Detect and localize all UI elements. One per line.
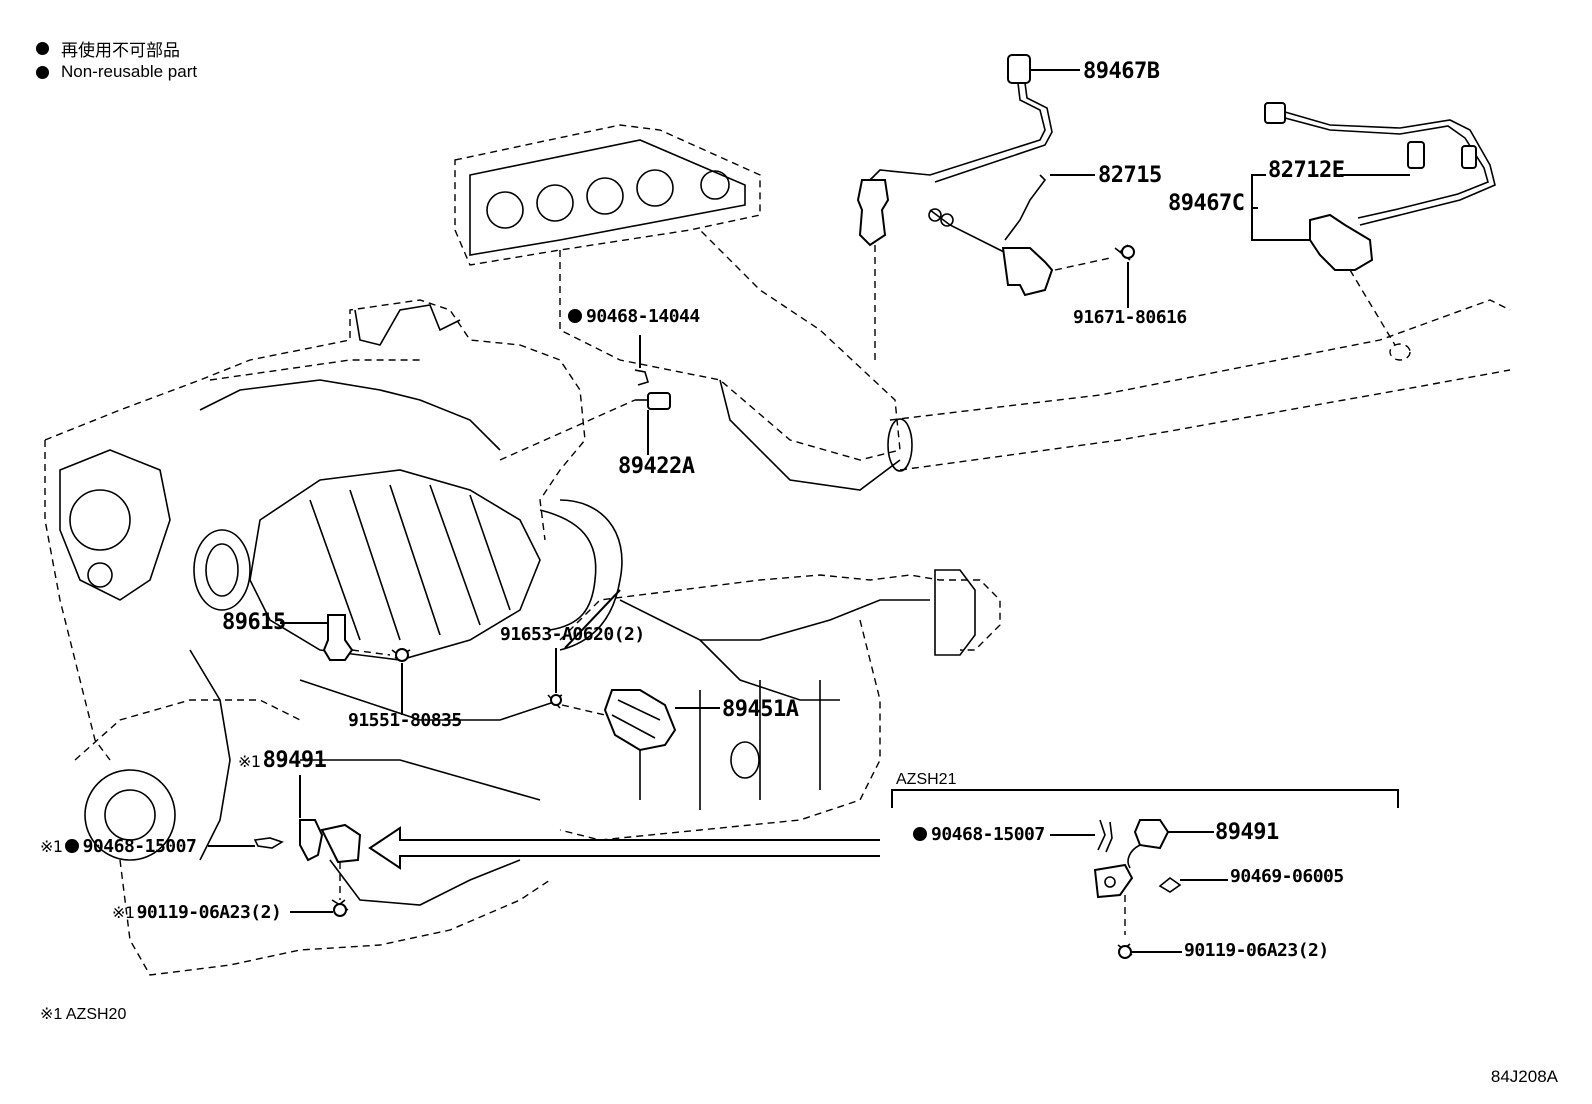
bullet-icon [36,42,49,55]
label-90468-14044-text: 90468-14044 [586,306,700,327]
inset-arrow [368,826,880,870]
label-91653-A0620[interactable]: 91653-A0620(2) [500,624,645,645]
legend-jp-text: 再使用不可部品 [61,41,180,60]
sensor-89615 [280,614,411,715]
sensor-89467C [1264,102,1496,346]
label-90468-15007-left[interactable]: ※1 90468-15007 [40,836,197,857]
exhaust-pipe [887,299,1511,472]
non-reusable-dot-icon [568,309,582,323]
label-90468-14044[interactable]: 90468-14044 [568,308,700,326]
ref-mark: ※1 [40,837,63,856]
legend-jp: 再使用不可部品 [36,36,180,61]
inset-parts [1050,819,1228,959]
footnote: ※1 AZSH20 [40,1006,127,1023]
label-89467C-bracket [1251,174,1310,241]
label-90119-06A23-left-text: 90119-06A23(2) [136,902,282,923]
label-91551-80835[interactable]: 91551-80835 [348,710,462,731]
bullet-icon [36,65,49,79]
ref-mark: ※1 [112,903,135,922]
label-89467B[interactable]: 89467B [1083,59,1160,84]
label-89491-left-text: 89491 [262,748,327,773]
label-90119-06A23-right[interactable]: 90119-06A23(2) [1184,940,1329,961]
bracket-82715 [928,174,1135,308]
label-89491-right[interactable]: 89491 [1215,820,1279,845]
sensor-89422A [499,335,671,461]
sensor-89467B [856,54,1080,360]
label-89491-left[interactable]: ※189491 [238,748,327,773]
label-82715[interactable]: 82715 [1098,163,1162,188]
non-reusable-dot-icon [64,839,79,853]
label-91671-80616[interactable]: 91671-80616 [1073,307,1187,328]
label-90468-15007-right[interactable]: 90468-15007 [913,826,1045,844]
ref-mark: ※1 [238,752,261,771]
label-89467C[interactable]: 89467C [1168,191,1245,216]
non-reusable-dot-icon [913,827,927,841]
label-90469-06005[interactable]: 90469-06005 [1230,866,1344,887]
label-90468-15007-right-text: 90468-15007 [931,824,1045,845]
legend-en-text: Non-reusable part [61,62,198,81]
engine-block [44,299,623,976]
legend-en: Non-reusable part [36,62,197,82]
switch-89451A [547,589,720,752]
sensor-89491-left [208,775,362,917]
label-90468-15007-left-text: 90468-15007 [82,836,197,857]
label-82712E[interactable]: 82712E [1268,158,1345,183]
exhaust-manifold [454,124,901,491]
diagram-code: 84J208A [1490,1067,1558,1086]
label-89615[interactable]: 89615 [222,610,286,635]
inset-title: AZSH21 [896,771,957,788]
label-89451A[interactable]: 89451A [722,697,799,722]
inset-bracket [891,789,1399,808]
label-89422A[interactable]: 89422A [618,454,695,479]
